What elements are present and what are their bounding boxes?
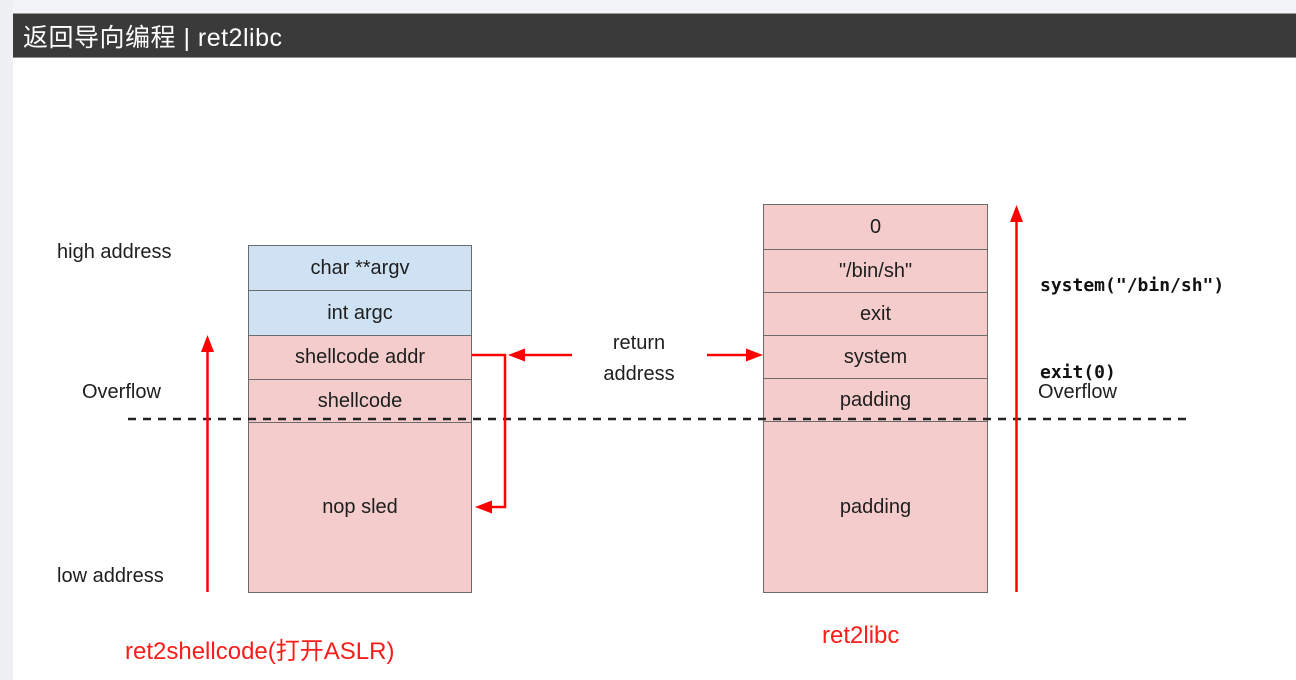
- shellcode-addr-to-nop-sled-arrow: [472, 353, 507, 514]
- stack-cell-padding-1: padding: [764, 378, 987, 421]
- stack-cell-binsh: "/bin/sh": [764, 249, 987, 292]
- ret2shellcode-stack: char **argv int argc shellcode addr shel…: [248, 245, 472, 593]
- stack-cell-zero: 0: [764, 205, 987, 249]
- stack-cell-nop-sled: nop sled: [249, 422, 471, 592]
- stack-cell-argv: char **argv: [249, 246, 471, 290]
- low-address-label: low address: [57, 565, 164, 587]
- return-address-arrow-left: [508, 348, 572, 362]
- code-line-exit: exit(0): [1040, 362, 1116, 383]
- top-gutter: [0, 0, 1296, 13]
- overflow-label-right: Overflow: [1038, 381, 1117, 403]
- overflow-label-left: Overflow: [82, 381, 161, 403]
- stack-cell-system: system: [764, 335, 987, 378]
- ret2libc-stack: 0 "/bin/sh" exit system padding padding: [763, 204, 988, 593]
- ret2libc-caption: ret2libc: [822, 622, 900, 649]
- return-address-label: return address: [569, 328, 709, 390]
- stack-cell-argc: int argc: [249, 290, 471, 335]
- return-address-line1: return: [612, 332, 666, 354]
- stack-cell-shellcode-addr: shellcode addr: [249, 335, 471, 379]
- return-address-arrow-right: [707, 348, 763, 362]
- stack-cell-exit: exit: [764, 292, 987, 335]
- code-line-system: system("/bin/sh"): [1040, 275, 1225, 296]
- overflow-up-arrow-left: [201, 335, 214, 592]
- ret2shellcode-caption: ret2shellcode(打开ASLR): [125, 638, 395, 665]
- return-address-line2: address: [603, 363, 675, 385]
- stack-cell-padding-2: padding: [764, 421, 987, 592]
- libc-call-code: system("/bin/sh") exit(0): [1040, 213, 1224, 445]
- stack-cell-shellcode: shellcode: [249, 379, 471, 422]
- slide-title: 返回导向编程 | ret2libc: [23, 23, 283, 52]
- slide-header: 返回导向编程 | ret2libc: [13, 13, 1296, 58]
- overflow-up-arrow-right: [1010, 205, 1023, 592]
- left-gutter: [0, 0, 13, 680]
- high-address-label: high address: [57, 241, 172, 263]
